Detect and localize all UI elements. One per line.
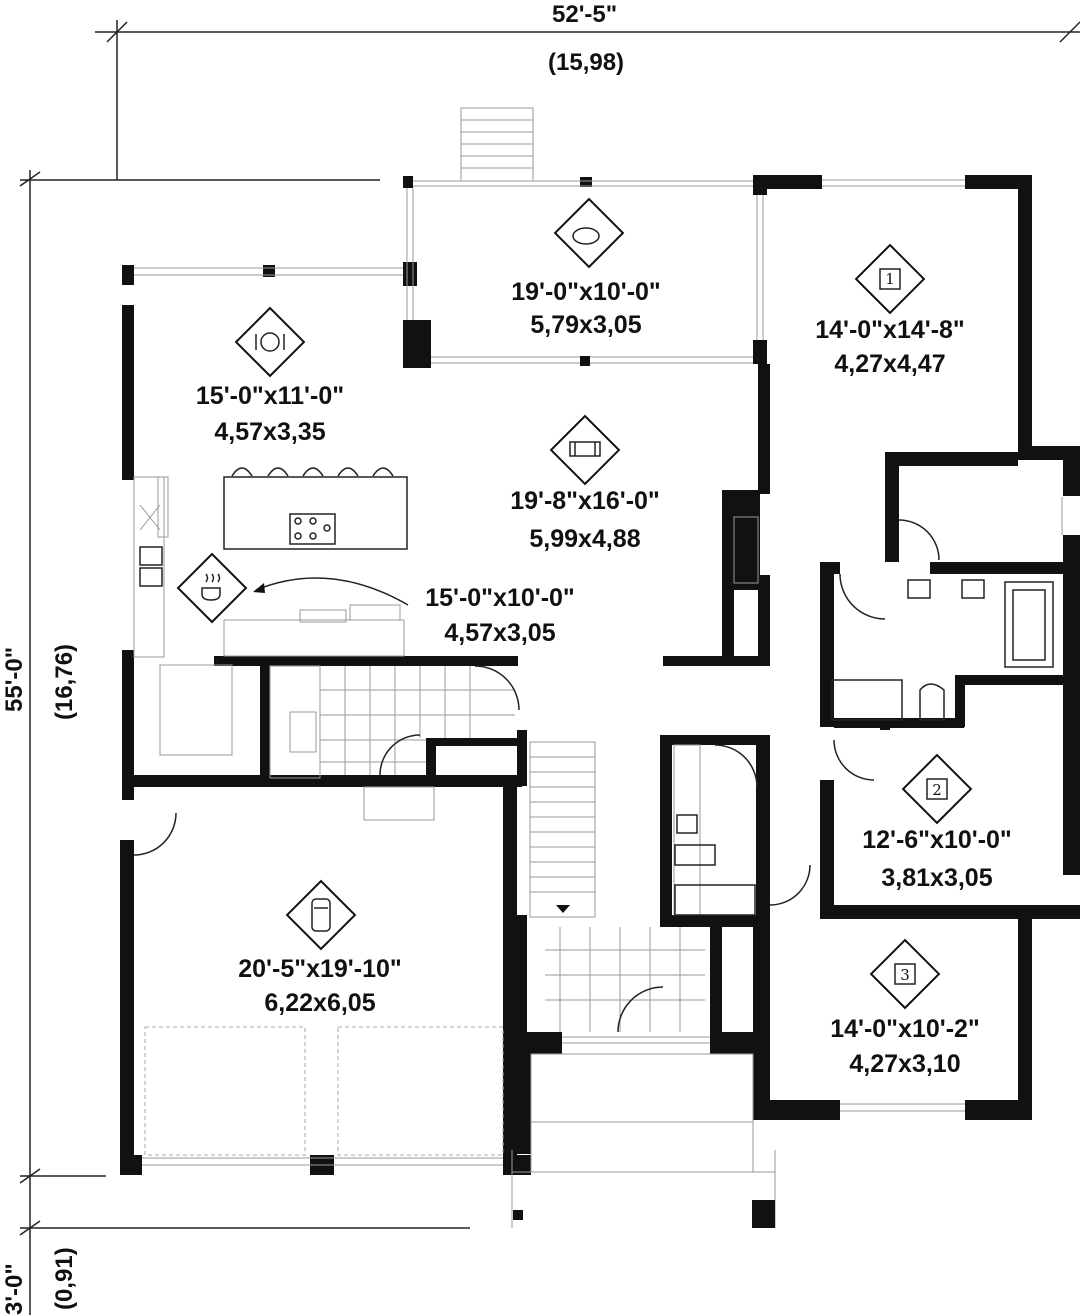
room-imperial: 14'-0"x14'-8" bbox=[815, 316, 965, 344]
overall-width-imperial: 52'-5" bbox=[552, 1, 617, 28]
dimension-lines bbox=[19, 20, 1080, 1315]
porch-depth-metric: (0,91) bbox=[51, 1247, 78, 1310]
room-metric: 5,79x3,05 bbox=[530, 311, 641, 339]
room-imperial: 20'-5"x19'-10" bbox=[238, 955, 401, 983]
bedroom-3-number: 3 bbox=[900, 966, 910, 984]
overall-width-metric: (15,98) bbox=[548, 49, 624, 76]
bedroom-2-number: 2 bbox=[932, 781, 942, 799]
room-label-dining: 15'-0"x11'-0" 4,57x3,35 bbox=[196, 306, 344, 446]
room-imperial: 15'-0"x11'-0" bbox=[196, 382, 344, 410]
bedroom-3-icon bbox=[869, 938, 941, 1010]
room-metric: 4,27x3,10 bbox=[849, 1050, 960, 1078]
bedroom-2-icon bbox=[901, 753, 973, 825]
car-icon bbox=[285, 879, 357, 951]
bedroom-1-number: 1 bbox=[885, 270, 895, 288]
room-imperial: 19'-0"x10'-0" bbox=[511, 278, 661, 306]
room-label-bedroom-3: 3 14'-0"x10'-2" 4,27x3,10 bbox=[830, 938, 980, 1078]
room-label-living: 19'-8"x16'-0" 5,99x4,88 bbox=[510, 414, 660, 553]
room-metric: 4,57x3,35 bbox=[214, 418, 325, 446]
porch-depth-imperial: 3'-0" bbox=[1, 1263, 28, 1315]
room-imperial: 19'-8"x16'-0" bbox=[510, 487, 660, 515]
room-label-terrace: 19'-0"x10'-0" 5,79x3,05 bbox=[511, 197, 661, 339]
exterior-walls bbox=[120, 107, 1080, 1228]
room-label-kitchen: 15'-0"x10'-0" 4,57x3,05 bbox=[176, 552, 575, 647]
room-imperial: 12'-6"x10'-0" bbox=[862, 826, 1012, 854]
bedroom-1-icon bbox=[854, 243, 926, 315]
room-metric: 4,57x3,05 bbox=[444, 619, 555, 647]
interior-walls bbox=[122, 364, 1080, 1045]
room-imperial: 15'-0"x10'-0" bbox=[425, 584, 575, 612]
room-label-bedroom-1: 1 14'-0"x14'-8" 4,27x4,47 bbox=[815, 243, 965, 378]
room-label-bedroom-2: 2 12'-6"x10'-0" 3,81x3,05 bbox=[862, 753, 1012, 892]
room-metric: 4,27x4,47 bbox=[834, 350, 945, 378]
room-metric: 3,81x3,05 bbox=[881, 864, 992, 892]
room-metric: 6,22x6,05 bbox=[264, 989, 375, 1017]
overall-depth-imperial: 55'-0" bbox=[1, 647, 28, 712]
terrace-icon bbox=[553, 197, 625, 269]
room-metric: 5,99x4,88 bbox=[529, 525, 640, 553]
dining-icon bbox=[234, 306, 306, 378]
overall-depth-metric: (16,76) bbox=[51, 644, 78, 720]
fixtures bbox=[133, 467, 1054, 1156]
room-label-garage: 20'-5"x19'-10" 6,22x6,05 bbox=[238, 879, 402, 1017]
sofa-icon bbox=[549, 414, 621, 486]
room-imperial: 14'-0"x10'-2" bbox=[830, 1015, 980, 1043]
